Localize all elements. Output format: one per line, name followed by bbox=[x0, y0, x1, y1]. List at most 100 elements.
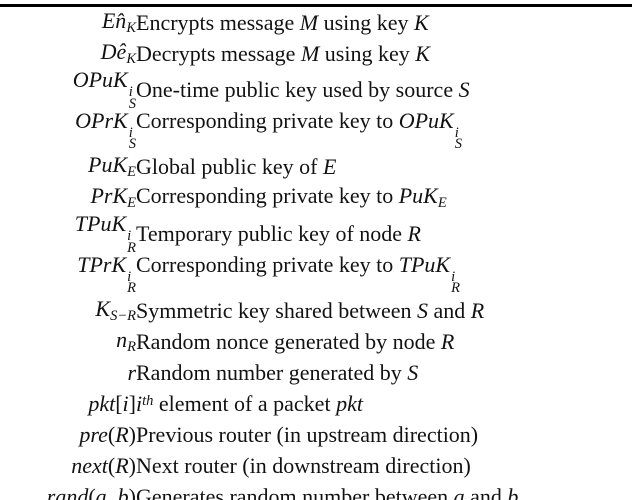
text-run: ) bbox=[128, 421, 136, 447]
math-var: a bbox=[95, 484, 107, 500]
text-run: and bbox=[428, 297, 471, 323]
text-run: [ bbox=[115, 390, 123, 416]
symbol-cell: nR bbox=[0, 326, 136, 357]
math-var: En̂ bbox=[101, 7, 127, 33]
text-run: and bbox=[464, 484, 508, 500]
subscript: R bbox=[451, 280, 460, 297]
math-var: pkt bbox=[88, 390, 116, 416]
text-run: Global public key of bbox=[136, 153, 323, 179]
symbol-cell: pkt[i] bbox=[0, 388, 136, 419]
subscript: S bbox=[454, 136, 462, 153]
description-cell: Encrypts message M using key K bbox=[136, 7, 632, 38]
table-row: next(R)Next router (in downstream direct… bbox=[0, 451, 632, 482]
superscript: i bbox=[127, 268, 132, 285]
symbol-cell: pre(R) bbox=[0, 419, 136, 450]
description-cell: Symmetric key shared between S and R bbox=[136, 295, 632, 326]
symbol-cell: En̂K bbox=[0, 7, 136, 38]
subscript: E bbox=[127, 163, 136, 180]
symbol-cell: r bbox=[0, 357, 136, 388]
subscript: S−R bbox=[110, 307, 136, 324]
text-run: Encrypts message bbox=[136, 9, 300, 35]
math-var: M bbox=[299, 9, 319, 35]
subscript: S bbox=[128, 95, 136, 112]
text-run: Decrypts message bbox=[136, 40, 301, 66]
math-var: R bbox=[470, 297, 485, 323]
math-var: S bbox=[407, 359, 419, 385]
math-var: K bbox=[95, 295, 111, 321]
math-var: R bbox=[440, 328, 455, 354]
math-var: K bbox=[415, 40, 430, 66]
symbol-cell: PuKE bbox=[0, 151, 136, 182]
subscript: R bbox=[127, 239, 136, 256]
description-cell: Corresponding private key to PuKE bbox=[136, 182, 632, 213]
math-var: n bbox=[116, 326, 128, 352]
subscript: S bbox=[128, 136, 136, 153]
text-run: One-time public key used by source bbox=[136, 76, 459, 102]
description-cell: Previous router (in upstream direction) bbox=[136, 419, 632, 450]
text-run: Corresponding private key to bbox=[136, 252, 399, 278]
math-var: i bbox=[122, 390, 129, 416]
superscript: i bbox=[128, 124, 133, 141]
math-var: PuK bbox=[88, 151, 128, 177]
symbol-cell: DêK bbox=[0, 38, 136, 69]
text-run: Next router (in downstream direction) bbox=[136, 453, 471, 479]
math-var: b bbox=[117, 484, 129, 500]
math-var: R bbox=[115, 453, 129, 479]
math-var: TPrK bbox=[77, 252, 127, 278]
symbol-cell: next(R) bbox=[0, 451, 136, 482]
description-cell: Next router (in downstream direction) bbox=[136, 451, 632, 482]
math-var: OPuK bbox=[398, 108, 454, 134]
text-run: Random nonce generated by node bbox=[136, 328, 441, 354]
math-var: R bbox=[115, 421, 129, 447]
subscript: E bbox=[127, 194, 136, 211]
text-run: Corresponding private key to bbox=[136, 108, 399, 134]
text-run: ) bbox=[128, 453, 136, 479]
text-run: ( bbox=[107, 421, 116, 447]
math-var: PrK bbox=[90, 182, 128, 208]
text-run: element of a packet bbox=[153, 390, 337, 416]
symbol-cell: PrKE bbox=[0, 182, 136, 213]
math-var: Dê bbox=[100, 38, 127, 64]
math-var: R bbox=[407, 220, 421, 246]
math-var: pre bbox=[79, 421, 108, 447]
math-var: S bbox=[417, 297, 429, 323]
math-var: PuK bbox=[398, 182, 438, 208]
math-var: b bbox=[507, 484, 519, 500]
text-run: ) bbox=[128, 484, 136, 500]
text-run: ( bbox=[107, 453, 116, 479]
text-run: ( bbox=[88, 484, 96, 500]
text-run: Symmetric key shared between bbox=[136, 297, 418, 323]
description-cell: Generates random number between a and b bbox=[136, 482, 632, 500]
text-run: Corresponding private key to bbox=[136, 182, 399, 208]
superscript: th bbox=[142, 392, 154, 409]
superscript: i bbox=[451, 268, 456, 285]
subscript: K bbox=[126, 50, 136, 67]
math-var: rand bbox=[46, 484, 89, 500]
subscript: R bbox=[127, 338, 136, 355]
text-run: Generates random number between bbox=[136, 484, 454, 500]
symbol-cell: KS−R bbox=[0, 295, 136, 326]
description-cell: One-time public key used by source S bbox=[136, 69, 632, 110]
text-run: ] bbox=[128, 390, 136, 416]
table-top-rule bbox=[0, 4, 632, 7]
table-row: rand(a, b)Generates random number betwee… bbox=[0, 482, 632, 500]
text-run: , bbox=[106, 484, 118, 500]
symbol-cell: rand(a, b) bbox=[0, 482, 136, 500]
description-cell: Decrypts message M using key K bbox=[136, 38, 632, 69]
math-var: K bbox=[414, 9, 429, 35]
description-cell: Random nonce generated by node R bbox=[136, 326, 632, 357]
